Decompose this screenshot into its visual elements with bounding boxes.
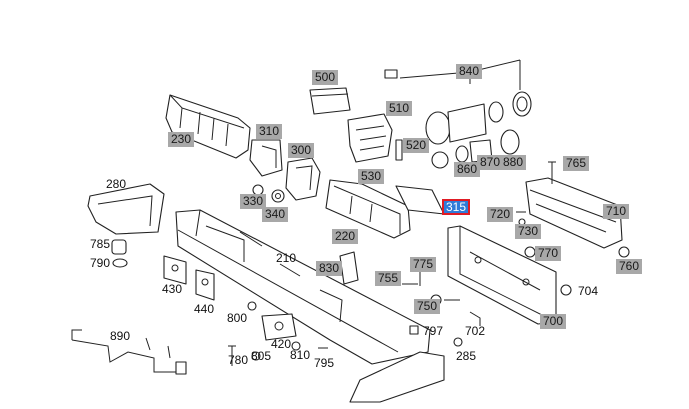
part-label-520: 520 [403, 138, 430, 153]
part-830-plate [339, 251, 359, 285]
part-label-280: 280 [106, 177, 127, 191]
part-label-730: 730 [515, 224, 542, 239]
part-440-clamp [195, 269, 215, 301]
part-label-810: 810 [290, 348, 311, 362]
part-780-bolt [228, 345, 236, 366]
part-label-830: 830 [316, 261, 343, 276]
part-210-crossmember [175, 209, 431, 365]
lower-bar [349, 351, 445, 403]
part-label-785: 785 [90, 237, 111, 251]
part-label-780: 780 [228, 353, 249, 367]
part-label-775: 775 [410, 257, 437, 272]
part-790-washer [112, 258, 128, 268]
part-label-210: 210 [276, 251, 297, 265]
part-840-assembly [384, 59, 532, 145]
part-220-bracket [325, 179, 411, 239]
part-label-704: 704 [578, 284, 599, 298]
part-label-750: 750 [414, 299, 441, 314]
part-510-housing [347, 113, 393, 163]
part-label-700: 700 [540, 314, 567, 329]
part-label-765: 765 [563, 156, 590, 171]
part-230-bracket [165, 94, 251, 159]
part-890-harness [71, 329, 187, 375]
part-label-790: 790 [90, 256, 111, 270]
part-805-washer [251, 351, 261, 361]
part-300-bracket [285, 157, 321, 201]
part-label-340: 340 [262, 207, 289, 222]
part-label-510: 510 [386, 101, 413, 116]
part-797-clip [409, 325, 419, 335]
part-label-795: 795 [314, 356, 335, 370]
part-label-800: 800 [227, 311, 248, 325]
part-label-440: 440 [194, 302, 215, 316]
part-label-315-highlighted: 315 [442, 199, 471, 215]
part-704-nut [560, 284, 572, 296]
part-765-screw [548, 161, 556, 184]
part-label-880: 880 [500, 155, 527, 170]
part-label-760: 760 [616, 259, 643, 274]
part-800-washer [247, 301, 257, 311]
part-label-300: 300 [288, 143, 315, 158]
part-810-washer [291, 341, 301, 351]
part-760-nut [618, 246, 630, 258]
part-label-720: 720 [487, 207, 514, 222]
part-770-washer [524, 246, 536, 258]
part-label-702: 702 [465, 324, 486, 338]
part-label-230: 230 [168, 132, 195, 147]
part-label-710: 710 [603, 204, 630, 219]
part-label-420: 420 [271, 337, 292, 351]
part-label-530: 530 [358, 169, 385, 184]
part-label-500: 500 [312, 70, 339, 85]
part-700-bracket [447, 225, 557, 325]
part-label-285: 285 [456, 349, 477, 363]
part-420-bracket [261, 313, 297, 341]
part-label-860: 860 [454, 162, 481, 177]
part-430-clamp [163, 255, 187, 285]
part-label-770: 770 [535, 246, 562, 261]
part-340-washer [271, 189, 285, 203]
part-280-bracket [87, 183, 165, 235]
part-label-870: 870 [477, 155, 504, 170]
part-label-330: 330 [240, 194, 267, 209]
part-520-strip [395, 139, 403, 161]
part-702-screw [469, 311, 481, 326]
part-785-bushing [111, 239, 127, 255]
part-label-797: 797 [423, 324, 444, 338]
part-label-890: 890 [110, 329, 131, 343]
part-label-430: 430 [162, 282, 183, 296]
part-label-840: 840 [456, 64, 483, 79]
part-310-bracket [249, 139, 283, 177]
part-label-310: 310 [256, 124, 283, 139]
part-500-cover [309, 87, 351, 115]
part-label-220: 220 [332, 229, 359, 244]
part-label-755: 755 [375, 271, 402, 286]
part-710-rail [525, 177, 623, 249]
part-285-washer [453, 337, 463, 347]
part-label-805: 805 [251, 349, 272, 363]
